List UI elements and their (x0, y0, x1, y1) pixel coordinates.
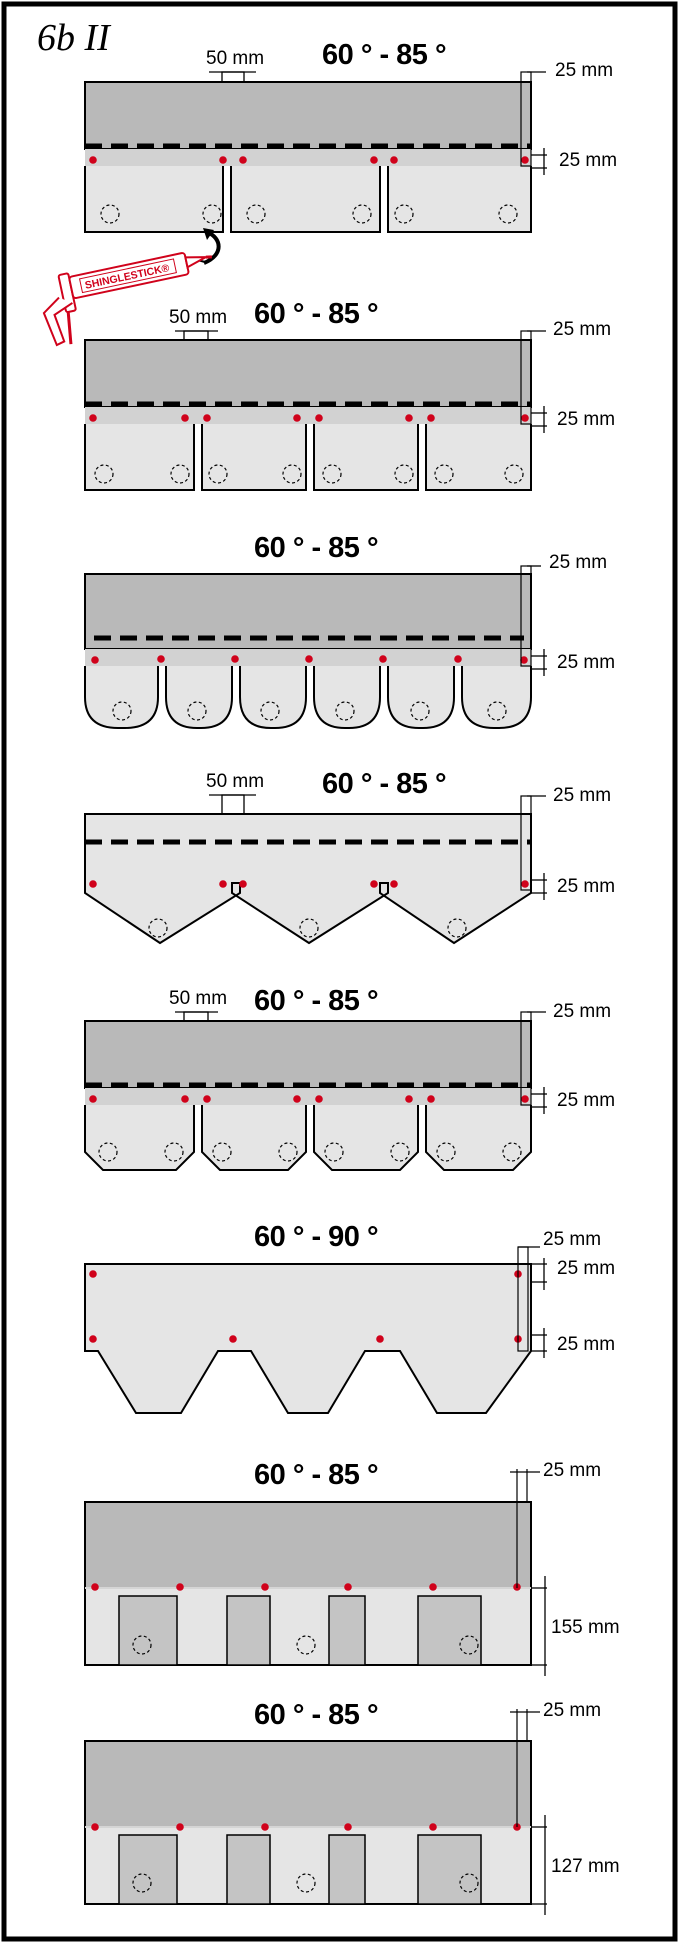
height-label-7: 155 mm (551, 1617, 620, 1638)
panel-4: 60 ° - 85 ° 50 mm 25 mm 25 mm (84, 768, 615, 945)
side-top-label-5: 25 mm (553, 1001, 611, 1022)
panel-3: 60 ° - 85 ° 25 mm 25 mm (84, 532, 615, 729)
angle-label-6: 60 ° - 90 ° (254, 1221, 378, 1253)
panel-1: 60 ° - 85 ° 50 mm 25 mm 25 mm (84, 39, 617, 233)
angle-label-2: 60 ° - 85 ° (254, 298, 378, 330)
side-mid-label-6: 25 mm (557, 1258, 615, 1279)
panel-5: 60 ° - 85 ° 50 mm 25 mm 25 mm (84, 985, 615, 1171)
side-bottom-label-2: 25 mm (557, 409, 615, 430)
side-bottom-label-4: 25 mm (557, 876, 615, 897)
panel-8: 60 ° - 85 ° 25 mm 127 mm (84, 1699, 620, 1915)
figure-heading: 6b II (37, 17, 112, 59)
angle-label-8: 60 ° - 85 ° (254, 1699, 378, 1731)
side-top-label-1: 25 mm (555, 60, 613, 81)
side-bottom-label-1: 25 mm (559, 150, 617, 171)
overlap-label-1: 50 mm (206, 48, 264, 69)
side-bottom-label-6: 25 mm (557, 1334, 615, 1355)
height-label-8: 127 mm (551, 1856, 620, 1877)
overlap-label-2: 50 mm (169, 307, 227, 328)
panel-6: 60 ° - 90 ° 25 mm 25 mm 25 mm (84, 1221, 615, 1414)
angle-label-3: 60 ° - 85 ° (254, 532, 378, 564)
side-bottom-label-5: 25 mm (557, 1090, 615, 1111)
side-top-label-6: 25 mm (543, 1229, 601, 1250)
panel-7: 60 ° - 85 ° 25 mm 155 mm (84, 1459, 620, 1676)
side-top-label-3: 25 mm (549, 552, 607, 573)
angle-label-5: 60 ° - 85 ° (254, 985, 378, 1017)
angle-label-7: 60 ° - 85 ° (254, 1459, 378, 1491)
overlap-label-4: 50 mm (206, 771, 264, 792)
side-top-label-4: 25 mm (553, 785, 611, 806)
side-top-label-7: 25 mm (543, 1460, 601, 1481)
angle-label-1: 60 ° - 85 ° (322, 39, 446, 71)
angle-label-4: 60 ° - 85 ° (322, 768, 446, 800)
overlap-label-5: 50 mm (169, 988, 227, 1009)
side-bottom-label-3: 25 mm (557, 652, 615, 673)
side-top-label-8: 25 mm (543, 1700, 601, 1721)
panel-2: 60 ° - 85 ° 50 mm 25 mm 25 mm (84, 298, 615, 491)
caulking-gun-illustration: SHINGLESTICK® (42, 228, 221, 347)
side-top-label-2: 25 mm (553, 319, 611, 340)
